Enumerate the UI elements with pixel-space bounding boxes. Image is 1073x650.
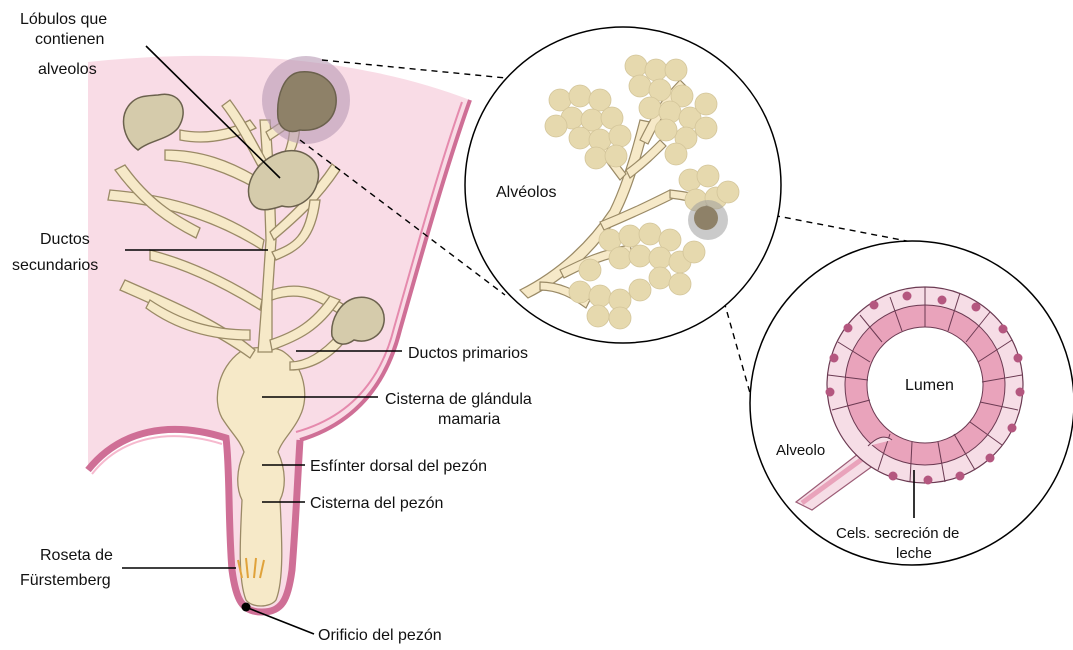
- label-lobulos-l2: contienen: [35, 31, 104, 48]
- alveolus-highlighted: [694, 206, 718, 230]
- label-cels-l1: Cels. secreción de: [836, 525, 959, 542]
- label-roseta-l1: Roseta de: [40, 547, 113, 564]
- label-alveolo: Alveolo: [776, 442, 825, 459]
- teat-orifice: [242, 603, 251, 612]
- udder-section: [88, 56, 470, 612]
- label-cisterna-glandula-l1: Cisterna de glándula: [385, 391, 532, 408]
- label-cisterna-glandula-l2: mamaria: [438, 411, 500, 428]
- label-alveolos-zoom: Alvéolos: [496, 184, 556, 201]
- lobule-highlighted: [278, 72, 336, 132]
- label-orificio: Orificio del pezón: [318, 627, 442, 644]
- lobule-zoom-circle: Alvéolos: [465, 27, 781, 343]
- label-ductos-primarios: Ductos primarios: [408, 345, 528, 362]
- label-lobulos-l1: Lóbulos que: [20, 11, 107, 28]
- label-cisterna-pezon: Cisterna del pezón: [310, 495, 443, 512]
- label-lumen: Lumen: [905, 377, 954, 394]
- label-cels-l2: leche: [896, 545, 932, 562]
- label-lobulos-l3: alveolos: [38, 61, 97, 78]
- label-ductos-sec-l1: Ductos: [40, 231, 90, 248]
- leader-orificio: [248, 608, 314, 634]
- label-ductos-sec-l2: secundarios: [12, 257, 98, 274]
- label-roseta-l2: Fürstemberg: [20, 572, 111, 589]
- alveolus-detail-circle: Lumen Alveolo Cels. secreción de leche: [750, 241, 1073, 565]
- label-esfinter: Esfínter dorsal del pezón: [310, 458, 487, 475]
